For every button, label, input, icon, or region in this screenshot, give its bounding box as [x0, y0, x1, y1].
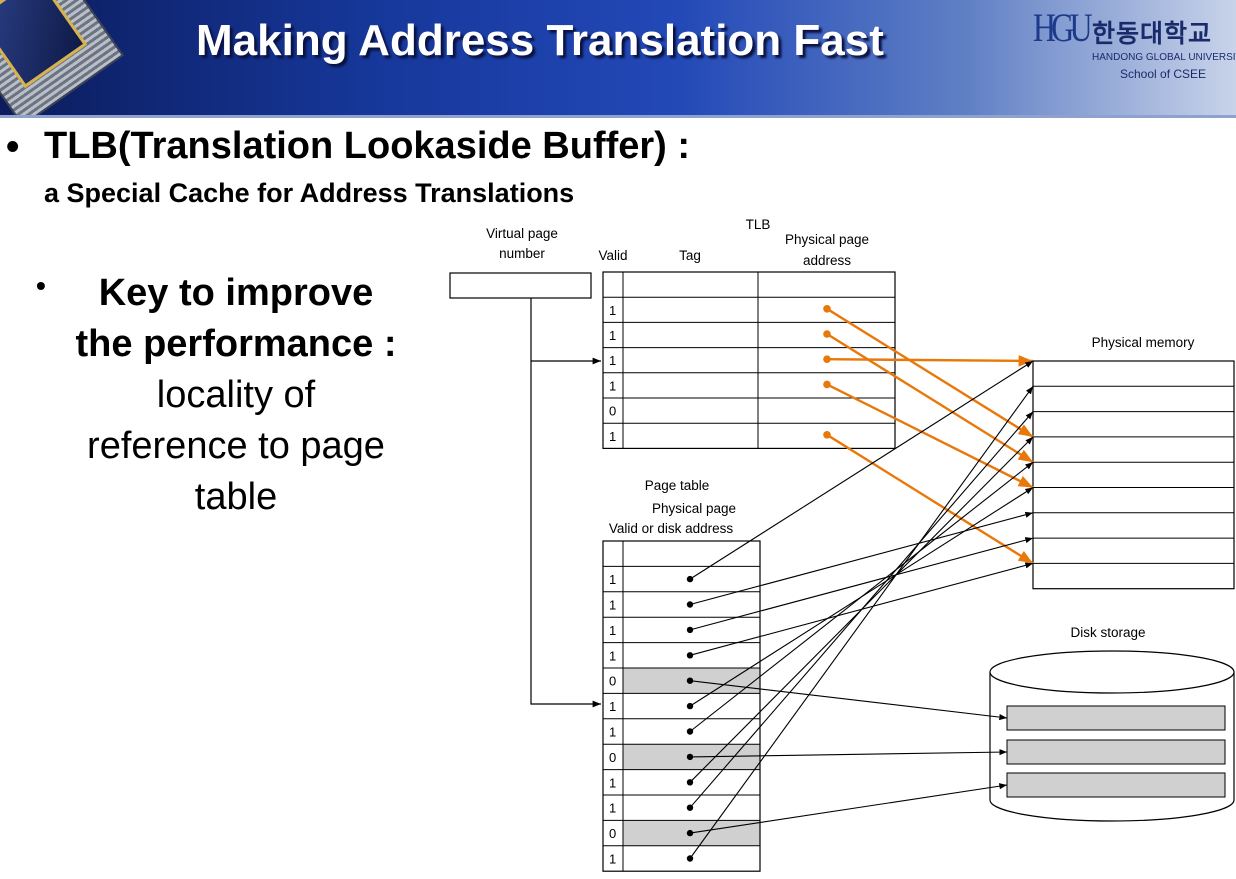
- page-table-valid-bit: 1: [609, 598, 616, 613]
- key-point-line: the performance :: [75, 323, 397, 365]
- key-point-line: table: [194, 476, 278, 518]
- tlb-valid-bit: 1: [609, 303, 616, 318]
- logo-department: School of CSEE: [1120, 67, 1207, 81]
- tlb-to-memory-arrow: [826, 307, 1034, 438]
- disk-page: [1006, 705, 1226, 731]
- university-logo: HGU 한동대학교 HANDONG GLOBAL UNIVERSITY Scho…: [1020, 0, 1236, 110]
- slide-title: Making Address Translation Fast: [196, 16, 884, 65]
- physical-memory: [1032, 360, 1235, 590]
- logo-korean-name: 한동대학교: [1092, 20, 1213, 48]
- page-table-to-memory-arrow: [689, 537, 1034, 631]
- page-table-valid-header: Valid or disk address: [609, 521, 734, 536]
- page-table-valid-bit: 0: [609, 826, 616, 841]
- tlb-to-memory-arrow: [826, 332, 1034, 464]
- page-table-frame: [602, 540, 761, 872]
- disk-page: [1006, 739, 1226, 765]
- page-table-valid-bit: 1: [609, 725, 616, 740]
- tlb-title: TLB: [746, 217, 771, 232]
- physical-memory-label: Physical memory: [1092, 335, 1195, 350]
- virtual-page-number-box: [449, 272, 592, 299]
- tlb-physical-header: Physical page: [785, 232, 869, 247]
- page-table-valid-bit: 1: [609, 572, 616, 587]
- disk-page: [1006, 772, 1226, 798]
- tlb-valid-bit: 1: [609, 353, 616, 368]
- page-table-to-disk-arrow: [689, 749, 1008, 758]
- mapping-arrows: [689, 307, 1034, 859]
- page-table-valid-bit: 1: [609, 699, 616, 714]
- bullet-icon: •: [36, 270, 46, 301]
- page-table-to-memory-arrow: [689, 511, 1034, 606]
- disk-storage-label: Disk storage: [1070, 625, 1145, 640]
- page-table-to-disk-arrow: [689, 680, 1008, 721]
- page-table: 1 1 1 1 0 1 1 0 1 1 0 1: [602, 540, 761, 872]
- tlb-tag-header: Tag: [679, 248, 701, 263]
- tlb-to-memory-arrow: [826, 383, 1034, 489]
- tlb-to-memory-arrow: [826, 355, 1034, 367]
- bullet-icon: •: [6, 126, 20, 168]
- virtual-page-label: number: [499, 246, 545, 261]
- page-table-valid-bit: 1: [609, 623, 616, 638]
- tlb-heading: TLB(Translation Lookaside Buffer) :: [44, 125, 691, 167]
- tlb-to-memory-arrow: [826, 433, 1034, 565]
- vpn-to-tlb-arrow: [530, 298, 601, 365]
- page-table-valid-bit: 1: [609, 801, 616, 816]
- page-table-valid-bit: 1: [609, 775, 616, 790]
- key-point-line: Key to improve: [98, 272, 374, 314]
- page-table-to-disk-arrow: [689, 783, 1008, 834]
- tlb-valid-bit: 1: [609, 429, 616, 444]
- page-table-to-memory-arrow: [689, 411, 1034, 809]
- vpn-to-page-table-arrow: [530, 361, 601, 708]
- tlb-physical-header: address: [803, 253, 851, 268]
- virtual-page-label: Virtual page: [486, 226, 558, 241]
- disk-storage: [989, 650, 1235, 822]
- tlb-subheading: a Special Cache for Address Translations: [44, 178, 575, 208]
- tlb-valid-bit: 1: [609, 378, 616, 393]
- page-table-valid-bit: 1: [609, 852, 616, 867]
- page-table-physical-header: Physical page: [652, 501, 736, 516]
- logo-english-name: HANDONG GLOBAL UNIVERSITY: [1092, 52, 1236, 63]
- key-point-line: locality of: [156, 374, 316, 416]
- key-point: • Key to improve the performance : local…: [36, 268, 436, 523]
- page-table-title: Page table: [645, 478, 710, 493]
- tlb-valid-bit: 0: [609, 404, 616, 419]
- page-table-valid-bit: 1: [609, 648, 616, 663]
- page-table-valid-bit: 0: [609, 674, 616, 689]
- page-table-to-memory-arrow: [689, 461, 1034, 732]
- logo-mark: HGU: [1032, 5, 1093, 50]
- page-table-to-memory-arrow: [689, 360, 1034, 580]
- page-table-to-memory-arrow: [689, 385, 1034, 859]
- tlb-valid-bit: 1: [609, 328, 616, 343]
- disk-cylinder-top: [989, 650, 1235, 694]
- physical-memory-frame: [1032, 360, 1235, 590]
- key-point-line: reference to page: [87, 425, 385, 467]
- title-bar: Making Address Translation Fast HGU 한동대학…: [0, 0, 1236, 118]
- page-table-valid-bit: 0: [609, 750, 616, 765]
- tlb-valid-header: Valid: [598, 248, 627, 263]
